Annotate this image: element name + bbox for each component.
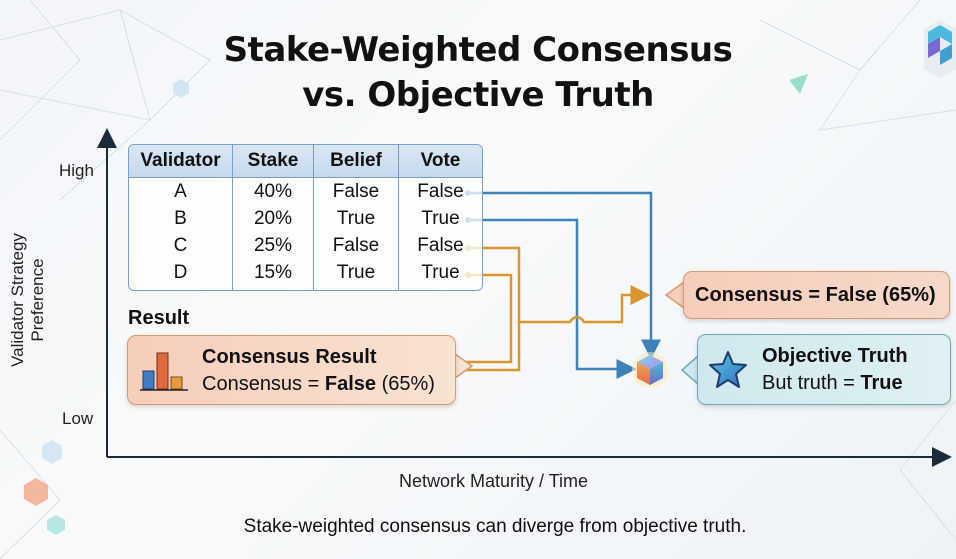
footnote: Stake-weighted consensus can diverge fro…: [0, 516, 956, 538]
cell-stake: 40%: [233, 178, 314, 205]
result-section-label: Result: [128, 307, 189, 330]
consensus-result-percent: (65%): [376, 373, 435, 395]
title-line-2: vs. Objective Truth: [0, 75, 956, 115]
header-stake: Stake: [233, 145, 314, 178]
cell-belief: False: [314, 178, 399, 205]
cell-validator: D: [129, 259, 233, 290]
consensus-result-value: False: [325, 373, 376, 395]
y-axis-low-label: Low: [62, 409, 93, 429]
x-axis-label: Network Maturity / Time: [399, 471, 588, 492]
cell-belief: True: [314, 259, 399, 290]
cell-validator: A: [129, 178, 233, 205]
cell-stake: 20%: [233, 205, 314, 232]
cell-validator: B: [129, 205, 233, 232]
cell-stake: 15%: [233, 259, 314, 290]
header-validator: Validator: [129, 145, 233, 178]
cell-vote: True: [399, 259, 482, 290]
objective-truth-title: Objective Truth: [762, 345, 908, 368]
objective-truth-value: True: [860, 372, 902, 394]
consensus-result-prefix: Consensus =: [202, 373, 325, 395]
star-icon: [707, 349, 749, 391]
consensus-box: Consensus = False (65%): [683, 271, 950, 319]
objective-truth-text: But truth = True: [762, 372, 903, 395]
cell-belief: False: [314, 232, 399, 259]
connector-to-consensus: [519, 295, 648, 322]
table-row: A 40% False False: [129, 178, 482, 205]
consensus-box-pointer: [666, 282, 684, 308]
connector-b-to-truth: [468, 220, 634, 369]
consensus-box-text: Consensus = False (65%): [695, 284, 936, 307]
header-vote: Vote: [399, 145, 482, 178]
cell-vote: False: [399, 178, 482, 205]
cell-stake: 25%: [233, 232, 314, 259]
cell-vote: False: [399, 232, 482, 259]
table-header-row: Validator Stake Belief Vote: [129, 145, 482, 178]
cube-icon: [632, 352, 668, 388]
validator-table: Validator Stake Belief Vote A 40% False …: [128, 144, 483, 291]
table-row: B 20% True True: [129, 205, 482, 232]
title-line-1: Stake-Weighted Consensus: [0, 30, 956, 70]
objective-truth-box: Objective Truth But truth = True: [697, 334, 951, 405]
truth-box-pointer: [682, 356, 698, 384]
consensus-result-text: Consensus = False (65%): [202, 373, 435, 396]
cell-belief: True: [314, 205, 399, 232]
cell-vote: True: [399, 205, 482, 232]
objective-truth-prefix: But truth =: [762, 372, 860, 394]
consensus-result-title: Consensus Result: [202, 346, 376, 369]
consensus-result-box: Consensus Result Consensus = False (65%): [127, 335, 456, 405]
cell-validator: C: [129, 232, 233, 259]
table-row: C 25% False False: [129, 232, 482, 259]
header-belief: Belief: [314, 145, 399, 178]
y-axis-label: Validator Strategy Preference: [8, 200, 48, 400]
bar-chart-icon: [139, 349, 191, 393]
result-box-pointer: [455, 354, 472, 378]
table-row: D 15% True True: [129, 259, 482, 290]
y-axis-high-label: High: [59, 161, 94, 181]
